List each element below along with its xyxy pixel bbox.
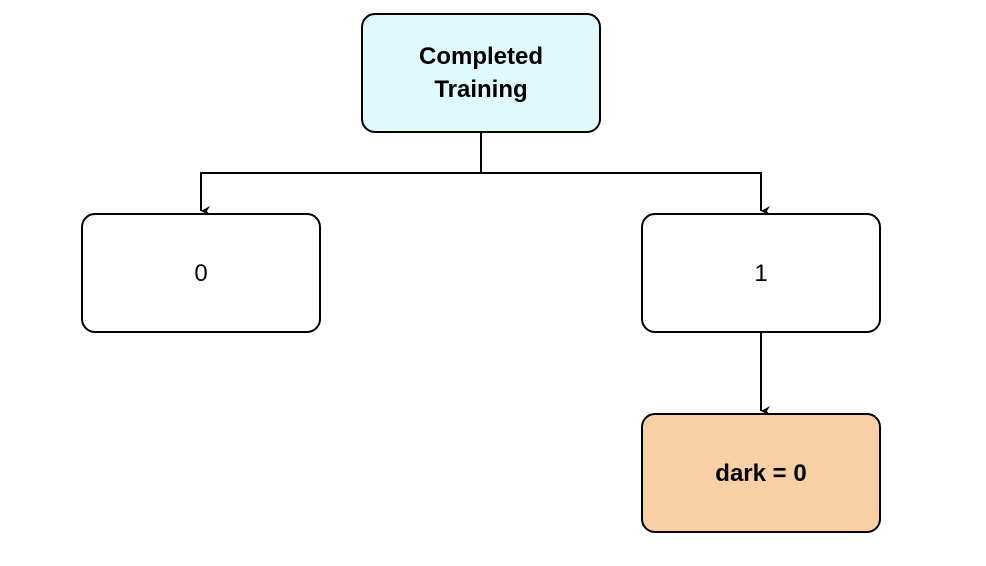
node-value-0: 0	[81, 213, 321, 333]
node-dark-result: dark = 0	[641, 413, 881, 533]
node-completed-training: Completed Training	[361, 13, 601, 133]
node-value-1-label: 1	[754, 259, 768, 287]
edge-root-to-zero	[200, 133, 482, 216]
node-value-1: 1	[641, 213, 881, 333]
node-dark-result-label: dark = 0	[715, 459, 807, 487]
node-value-0-label: 0	[194, 259, 208, 287]
edge-root-to-one	[481, 172, 770, 216]
node-completed-training-label: Completed Training	[418, 43, 543, 103]
